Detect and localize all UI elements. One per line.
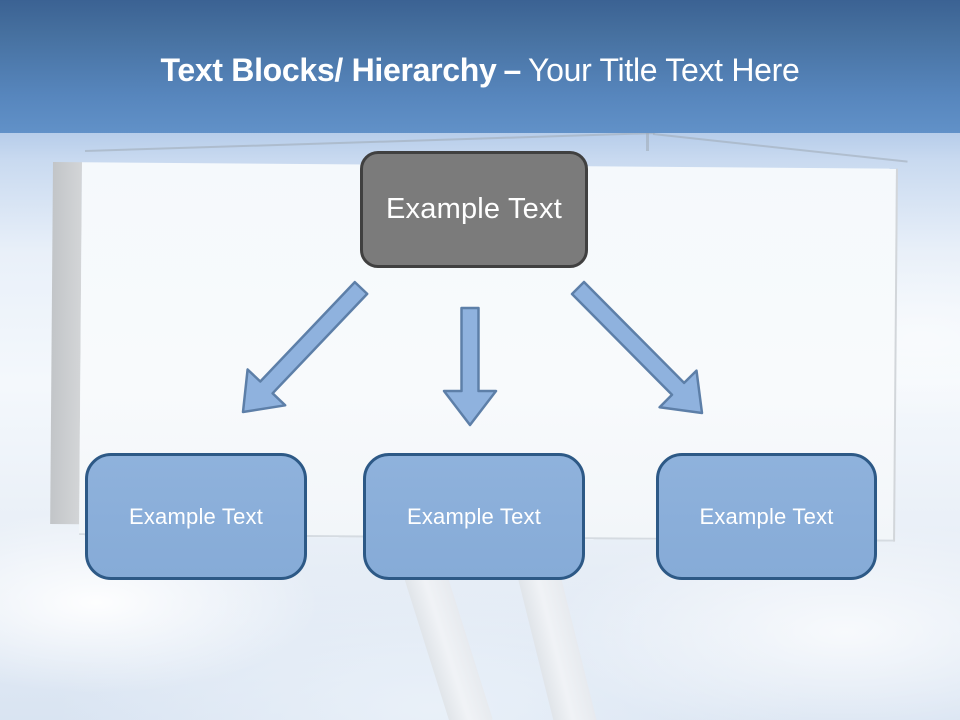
- slide-title-bar: Text Blocks/ Hierarchy–Your Title Text H…: [0, 0, 960, 133]
- child-text-block-2[interactable]: Example Text: [363, 453, 585, 580]
- billboard-left-edge: [50, 162, 82, 525]
- child-text-block-3[interactable]: Example Text: [656, 453, 877, 580]
- billboard-railing-post: [646, 133, 649, 151]
- slide-title[interactable]: Text Blocks/ Hierarchy–Your Title Text H…: [0, 50, 960, 90]
- child-text-block-2-label: Example Text: [406, 503, 542, 529]
- slide-title-placeholder: Your Title Text Here: [528, 52, 800, 88]
- child-text-block-3-label: Example Text: [699, 503, 834, 529]
- child-text-block-1-label: Example Text: [128, 503, 264, 529]
- root-text-block-label: Example Text: [386, 193, 562, 225]
- slide-title-separator: –: [503, 52, 522, 88]
- child-text-block-1[interactable]: Example Text: [85, 453, 307, 580]
- root-text-block[interactable]: Example Text: [360, 151, 588, 268]
- slide-title-bold: Text Blocks/ Hierarchy: [160, 52, 497, 88]
